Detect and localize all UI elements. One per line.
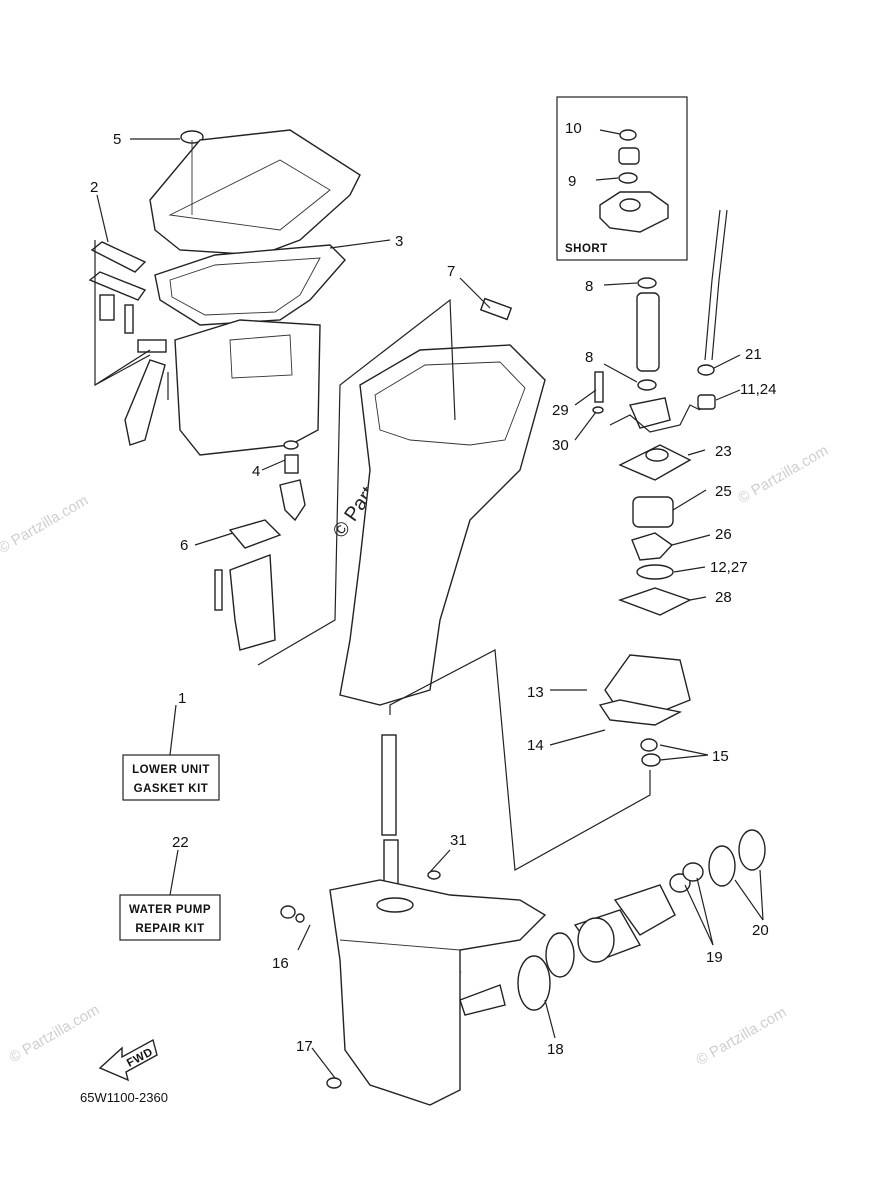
upper-casing-cover [149, 129, 361, 256]
callout-20: 20 [752, 922, 769, 939]
watermark-left: © Partzilla.com [0, 492, 91, 557]
insert-25 [632, 496, 674, 528]
callout-3: 3 [395, 233, 403, 250]
callout-28: 28 [715, 589, 732, 606]
callout-14: 14 [527, 737, 544, 754]
callout-23: 23 [715, 443, 732, 460]
gasket-kit-box: LOWER UNIT GASKET KIT [122, 754, 220, 801]
water-pipe-left [124, 359, 166, 446]
water-tube [636, 292, 660, 372]
plate-28 [617, 587, 692, 616]
callout-12-27: 12,27 [710, 559, 748, 576]
callout-31: 31 [450, 832, 467, 849]
callout-19: 19 [706, 949, 723, 966]
callout-5: 5 [113, 131, 121, 148]
oil-pan [174, 319, 321, 456]
callout-4: 4 [252, 463, 260, 480]
callout-26: 26 [715, 526, 732, 543]
callout-2: 2 [90, 179, 98, 196]
o-ring-20a [708, 845, 736, 887]
callout-21: 21 [745, 346, 762, 363]
o-ring-18 [517, 955, 551, 1011]
repair-kit-line1: WATER PUMP [129, 904, 211, 916]
callout-1: 1 [178, 690, 186, 707]
diagram-code: 65W1100-2360 [80, 1090, 168, 1105]
callout-8b: 8 [585, 349, 593, 366]
callout-25: 25 [715, 483, 732, 500]
callout-13: 13 [527, 684, 544, 701]
gasket-6 [228, 519, 282, 549]
plate-2 [90, 241, 147, 273]
callout-16: 16 [272, 955, 289, 972]
drive-shaft [381, 734, 397, 836]
callout-18: 18 [547, 1041, 564, 1058]
short-inset-box: SHORT [556, 96, 688, 261]
watermark-right: © Partzilla.com [735, 442, 831, 507]
callout-15: 15 [712, 748, 729, 765]
gasket-3 [154, 244, 346, 326]
leader-lines [94, 129, 764, 1079]
callout-9: 9 [568, 173, 576, 190]
callout-numbers: 5 2 3 7 4 6 10 9 8 8 21 11,24 29 30 23 2… [90, 120, 776, 1058]
gasket-kit-line1: LOWER UNIT [132, 764, 210, 776]
o-ring-20b [738, 829, 766, 871]
callout-29: 29 [552, 402, 569, 419]
lower-unit-casing [329, 879, 547, 1106]
callout-8a: 8 [585, 278, 593, 295]
repair-kit-line2: REPAIR KIT [135, 923, 204, 935]
callout-7: 7 [447, 263, 455, 280]
watermark-left-bottom: © Partzilla.com [6, 1001, 102, 1066]
impeller-26 [631, 532, 674, 561]
upper-casing [339, 344, 546, 706]
gasket-kit-line2: GASKET KIT [134, 783, 209, 795]
callout-22: 22 [172, 834, 189, 851]
watermark-right-bottom: © Partzilla.com [693, 1004, 789, 1069]
callout-6: 6 [180, 537, 188, 554]
repair-kit-box: WATER PUMP REPAIR KIT [119, 894, 221, 941]
callout-10: 10 [565, 120, 582, 137]
callout-30: 30 [552, 437, 569, 454]
fwd-arrow-icon: FWD [98, 1038, 158, 1082]
short-label: SHORT [565, 243, 608, 255]
callout-17: 17 [296, 1038, 313, 1055]
pump-case-23 [618, 444, 692, 481]
callout-11-24: 11,24 [740, 381, 776, 398]
